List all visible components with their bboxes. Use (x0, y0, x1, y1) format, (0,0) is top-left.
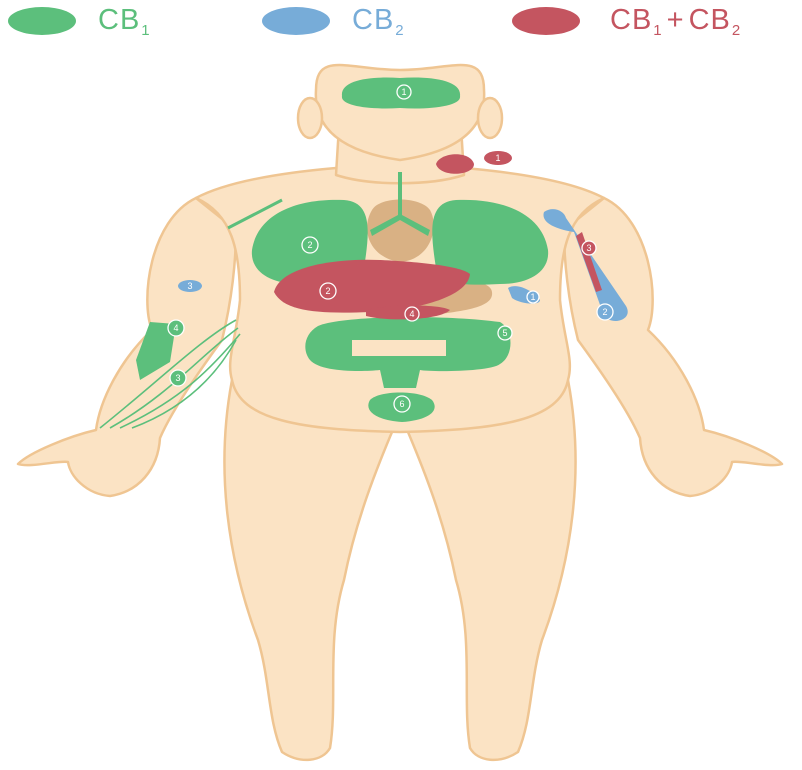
left-leg (224, 380, 392, 760)
svg-text:3: 3 (187, 281, 192, 291)
marker-bone: 2 (597, 304, 613, 320)
marker-bone-vessel: 3 (582, 241, 596, 255)
marker-brain: 1 (397, 85, 411, 99)
svg-text:4: 4 (409, 309, 414, 319)
marker-intestine: 5 (498, 326, 512, 340)
marker-left-arm-muscle: 4 (168, 320, 184, 336)
right-ear (478, 98, 502, 138)
marker-liver: 2 (320, 283, 336, 299)
svg-text:1: 1 (530, 292, 535, 302)
marker-kidney: 1 (527, 291, 539, 303)
marker-lungs: 2 (302, 237, 318, 253)
marker-left-arm-nerves: 3 (170, 370, 186, 386)
svg-text:4: 4 (173, 323, 178, 333)
svg-text:2: 2 (325, 286, 330, 296)
svg-text:1: 1 (401, 87, 406, 97)
svg-text:1: 1 (495, 153, 500, 163)
marker-pancreas: 4 (405, 307, 419, 321)
svg-text:3: 3 (175, 373, 180, 383)
marker-left-arm-blue: 3 (187, 281, 192, 291)
svg-text:2: 2 (602, 307, 607, 317)
svg-text:5: 5 (502, 328, 507, 338)
left-arm (18, 198, 236, 496)
svg-text:6: 6 (399, 399, 404, 409)
right-arm (564, 198, 782, 496)
marker-bladder: 6 (394, 396, 410, 412)
left-ear (298, 98, 322, 138)
marker-neck-gland: 1 (495, 153, 500, 163)
svg-text:2: 2 (307, 240, 312, 250)
right-leg (408, 380, 576, 760)
svg-text:3: 3 (586, 243, 591, 253)
